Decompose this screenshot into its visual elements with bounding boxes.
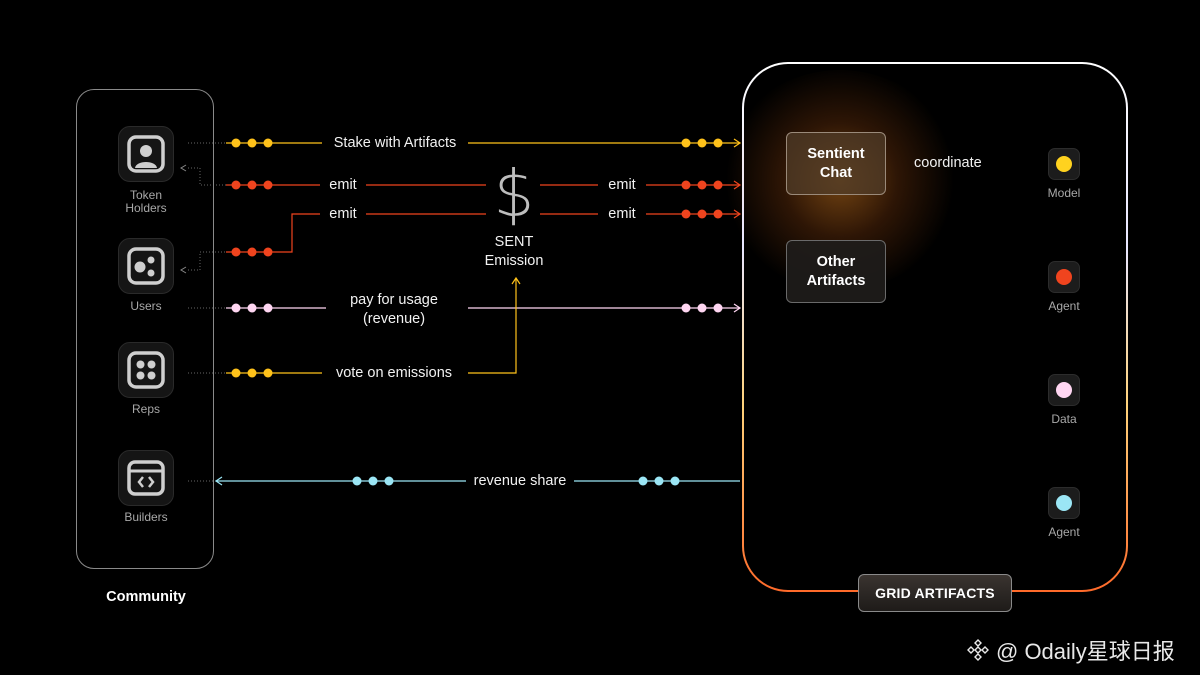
emit-label-2-left: emit [329,206,357,222]
emit-label-2-right: emit [608,206,636,222]
emit-label-1-left: emit [329,177,357,193]
stake-label: Stake with Artifacts [333,135,457,151]
agent-label-1: Agent [1048,299,1080,313]
data-label: Data [1051,412,1077,426]
pay-flow [188,303,742,313]
users-label: Users [130,299,162,313]
token-holders-text: Token Holders [125,188,167,215]
sentient-chat-line2: Chat [819,164,853,181]
emit-flow-users [180,209,742,274]
reps-tile[interactable] [118,342,174,398]
sent-line2: Emission [484,253,544,269]
binance-diamond-icon [967,639,989,661]
sentient-chat-node[interactable]: Sentient Chat [786,132,886,195]
community-panel [76,89,214,569]
pay-label-line1: pay for usage [350,292,438,308]
other-artifacts-line1: Other [816,253,856,270]
community-title: Community [106,589,186,605]
revenue-share-flow [188,476,740,486]
data-tile[interactable] [1048,374,1080,406]
sent-emission-label: SENT Emission [464,233,564,271]
token-holders-label: Token Holders [96,189,196,215]
model-tile[interactable] [1048,148,1080,180]
agent-tile-1[interactable] [1048,261,1080,293]
sent-line1: SENT [494,234,534,250]
vote-flow [188,276,521,378]
watermark: @ Odaily星球日报 [966,634,1175,666]
watermark-text: @ Odaily星球日报 [996,639,1175,664]
agent-dot-icon [1056,269,1072,285]
builders-tile[interactable] [118,450,174,506]
token-holders-tile[interactable] [118,126,174,182]
data-dot-icon [1056,382,1072,398]
agent-tile-2[interactable] [1048,487,1080,519]
stake-flow [188,138,742,148]
agent-label-2: Agent [1048,525,1080,539]
builders-label: Builders [124,510,168,524]
code-window-icon [127,460,165,496]
grid-artifacts-title: GRID ARTIFACTS [858,574,1012,612]
users-tile[interactable] [118,238,174,294]
dice-icon [127,247,165,285]
emit-label-1-right: emit [608,177,636,193]
coordinate-label: coordinate [914,155,982,171]
model-label: Model [1047,186,1081,200]
pay-label-line2: (revenue) [362,311,426,327]
other-artifacts-node[interactable]: Other Artifacts [786,240,886,303]
model-dot-icon [1056,156,1072,172]
sentient-chat-line1: Sentient [807,145,865,162]
emit-flow-token-holders [180,164,742,190]
dollar-icon: $ [493,158,535,232]
four-dots-icon [127,351,165,389]
agent-dot-icon [1056,495,1072,511]
person-icon [127,135,165,173]
other-artifacts-line2: Artifacts [806,272,866,289]
revenue-share-label: revenue share [473,473,567,489]
vote-label: vote on emissions [335,365,453,381]
reps-label: Reps [131,402,160,416]
